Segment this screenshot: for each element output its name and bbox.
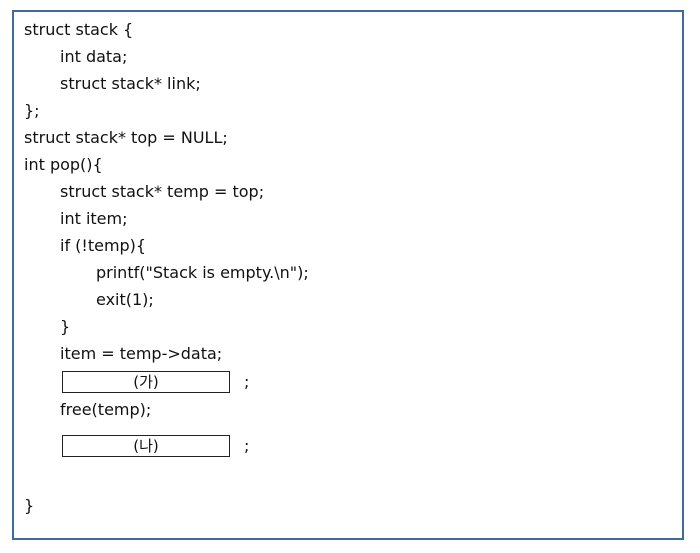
blank-row-b: (나) ;: [62, 432, 249, 459]
code-line: };: [24, 101, 40, 120]
code-line: struct stack {: [24, 20, 134, 39]
code-line: struct stack* top = NULL;: [24, 128, 228, 147]
code-line: free(temp);: [60, 400, 152, 419]
code-line: int item;: [60, 209, 128, 228]
semicolon: ;: [244, 436, 250, 455]
code-line: int pop(){: [24, 155, 103, 174]
blank-box-b: (나): [62, 434, 230, 457]
code-line: item = temp->data;: [60, 344, 223, 363]
code-line: }: [60, 317, 71, 336]
code-line: struct stack* link;: [60, 74, 201, 93]
code-line: exit(1);: [96, 290, 154, 309]
code-line: if (!temp){: [60, 236, 147, 255]
code-box: struct stack { int data; struct stack* l…: [12, 10, 684, 540]
blank-box-a: (가): [62, 370, 230, 393]
semicolon: ;: [244, 372, 250, 391]
code-line: struct stack* temp = top;: [60, 182, 265, 201]
code-line: }: [24, 496, 35, 515]
code-line: int data;: [60, 47, 128, 66]
blank-row-a: (가) ;: [62, 368, 249, 395]
code-line: printf("Stack is empty.\n");: [96, 263, 309, 282]
